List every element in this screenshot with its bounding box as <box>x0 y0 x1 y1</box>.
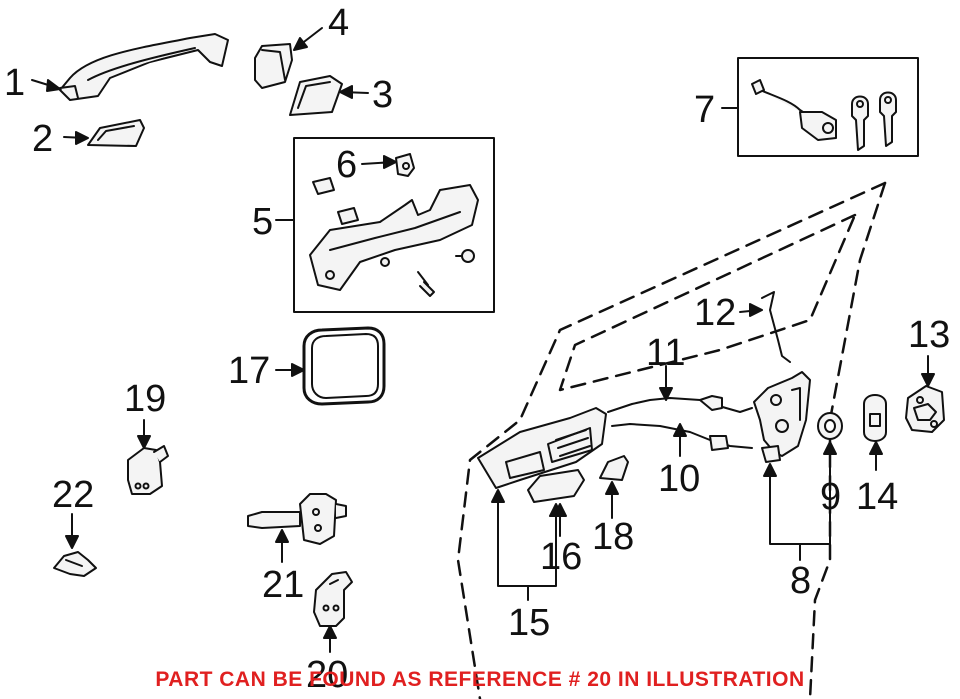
reference-note: PART CAN BE FOUND AS REFERENCE # 20 IN I… <box>155 668 805 691</box>
arrow-18 <box>605 481 619 495</box>
callout-6: 6 <box>336 144 358 186</box>
part-12-lock-rod <box>762 292 790 362</box>
door-outline <box>456 181 887 699</box>
arrow-11 <box>659 387 673 401</box>
callout-7: 7 <box>694 89 716 131</box>
callout-1: 1 <box>4 62 26 104</box>
callout-11: 11 <box>646 332 686 374</box>
arrow-4 <box>293 37 308 51</box>
part-19-bracket <box>128 446 168 494</box>
part-5-handle-frame <box>310 178 478 296</box>
callout-4: 4 <box>328 2 350 44</box>
arrow-15-left <box>491 489 505 503</box>
part-14-striker-cover <box>864 395 886 441</box>
part-3-cap-pad <box>290 76 342 115</box>
arrow-10 <box>673 423 687 437</box>
part-10-cable <box>612 424 752 450</box>
callout-15: 15 <box>508 602 551 644</box>
part-2-handle-pad <box>88 120 144 146</box>
part-21-door-check <box>248 494 346 544</box>
part-20-door-hinge <box>314 572 352 626</box>
callout-20: 20 <box>306 654 349 696</box>
arrow-9 <box>823 441 837 455</box>
arrow-2 <box>75 131 89 145</box>
arrow-1 <box>46 79 61 92</box>
part-17-weatherstrip <box>304 328 384 404</box>
arrow-6 <box>383 155 397 169</box>
part-4-handle-cap <box>255 44 292 88</box>
part-7-keys <box>852 93 896 151</box>
part-11-cable <box>608 396 752 412</box>
part-22-clip <box>54 552 96 576</box>
part-9-bushing <box>818 413 842 439</box>
part-6-clip <box>396 154 414 176</box>
arrow-3 <box>339 85 353 99</box>
callout-12: 12 <box>694 292 737 334</box>
arrow-8-left <box>763 463 777 477</box>
arrow-12 <box>749 303 763 317</box>
callout-16: 16 <box>540 536 583 578</box>
callout-17: 17 <box>228 350 271 392</box>
part-1-outside-handle <box>60 34 228 100</box>
arrow-21 <box>275 529 289 543</box>
part-18-cover <box>600 456 628 480</box>
arrow-14 <box>869 441 883 455</box>
arrow-20 <box>323 625 337 639</box>
callout-19: 19 <box>124 378 167 420</box>
callout-21: 21 <box>262 564 305 606</box>
arrow-16 <box>553 503 567 517</box>
callout-2: 2 <box>32 118 54 160</box>
part-8-lock-assembly <box>754 372 810 462</box>
callout-5: 5 <box>252 201 274 243</box>
arrow-19 <box>137 435 151 449</box>
part-16-bezel <box>528 470 584 502</box>
part-15-inside-handle <box>478 408 606 488</box>
callout-3: 3 <box>372 74 394 116</box>
callout-9: 9 <box>820 476 842 518</box>
arrow-17 <box>291 363 305 377</box>
callout-10: 10 <box>658 458 701 500</box>
part-5-frame-box <box>293 137 495 313</box>
arrow-13 <box>921 373 935 387</box>
callout-18: 18 <box>592 516 635 558</box>
callout-13: 13 <box>908 314 951 356</box>
part-13-striker <box>906 386 944 432</box>
callout-8: 8 <box>790 560 812 602</box>
callout-22: 22 <box>52 474 95 516</box>
callout-14: 14 <box>856 476 899 518</box>
part-7-lock-cylinder <box>752 80 836 140</box>
arrow-22 <box>65 535 79 549</box>
